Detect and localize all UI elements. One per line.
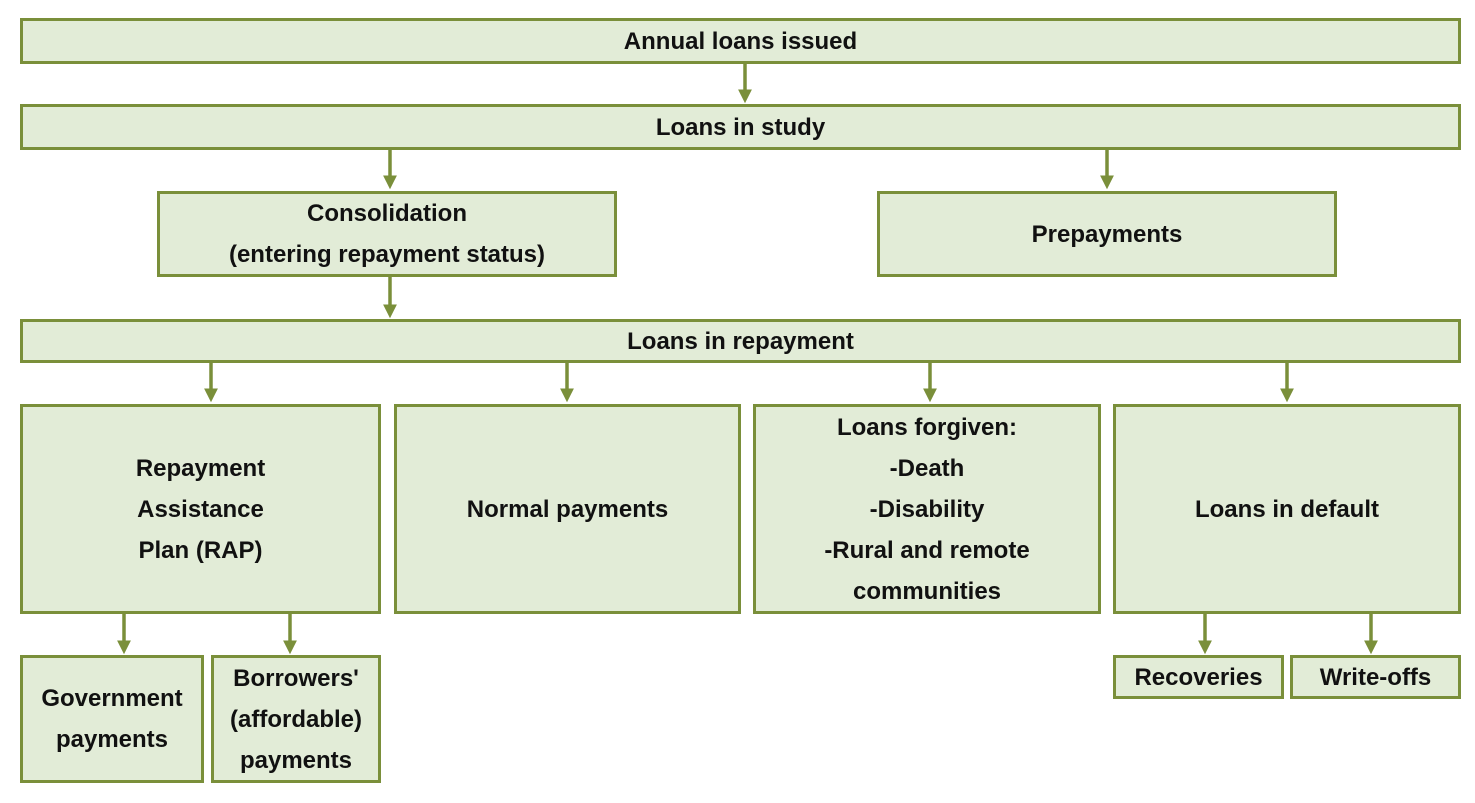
loans-in-repayment-box: Loans in repayment: [20, 319, 1461, 363]
recoveries-label: Recoveries: [1134, 663, 1263, 691]
borrowers-payments-line-2: (affordable): [230, 705, 362, 733]
loans-in-default-box: Loans in default: [1113, 404, 1461, 614]
prepayments-box: Prepayments: [877, 191, 1337, 277]
prepayments-label: Prepayments: [1031, 220, 1183, 248]
government-payments-line-2: payments: [55, 726, 169, 753]
loans-in-study-label: Loans in study: [655, 113, 826, 141]
forgiven-line-5: communities: [852, 577, 1002, 605]
loans-in-study-box: Loans in study: [20, 104, 1461, 150]
annual-loans-label: Annual loans issued: [623, 27, 858, 55]
write-offs-box: Write-offs: [1290, 655, 1461, 699]
forgiven-line-3: -Disability: [869, 495, 985, 523]
annual-loans-box: Annual loans issued: [20, 18, 1461, 64]
rap-box: Repayment Assistance Plan (RAP): [20, 404, 381, 614]
government-payments-box: Government payments: [20, 655, 204, 783]
write-offs-label: Write-offs: [1319, 663, 1432, 691]
loans-in-default-label: Loans in default: [1194, 495, 1379, 523]
loans-forgiven-box: Loans forgiven: -Death -Disability -Rura…: [753, 404, 1101, 614]
borrowers-payments-box: Borrowers' (affordable) payments: [211, 655, 381, 783]
normal-payments-label: Normal payments: [466, 495, 669, 523]
forgiven-line-1: Loans forgiven:: [836, 413, 1017, 441]
borrowers-payments-line-1: Borrowers': [233, 664, 359, 692]
normal-payments-box: Normal payments: [394, 404, 741, 614]
rap-line-2: Assistance: [137, 495, 264, 523]
consolidation-box: Consolidation (entering repayment status…: [157, 191, 617, 277]
loans-in-repayment-label: Loans in repayment: [627, 327, 854, 355]
consolidation-subtitle: (entering repayment status): [228, 241, 546, 268]
rap-line-1: Repayment: [135, 454, 266, 482]
consolidation-title: Consolidation: [307, 200, 467, 227]
borrowers-payments-line-3: payments: [239, 746, 353, 774]
forgiven-line-4: -Rural and remote: [824, 536, 1030, 564]
rap-line-3: Plan (RAP): [138, 536, 263, 564]
forgiven-line-2: -Death: [889, 454, 965, 482]
recoveries-box: Recoveries: [1113, 655, 1284, 699]
government-payments-line-1: Government: [41, 685, 183, 712]
